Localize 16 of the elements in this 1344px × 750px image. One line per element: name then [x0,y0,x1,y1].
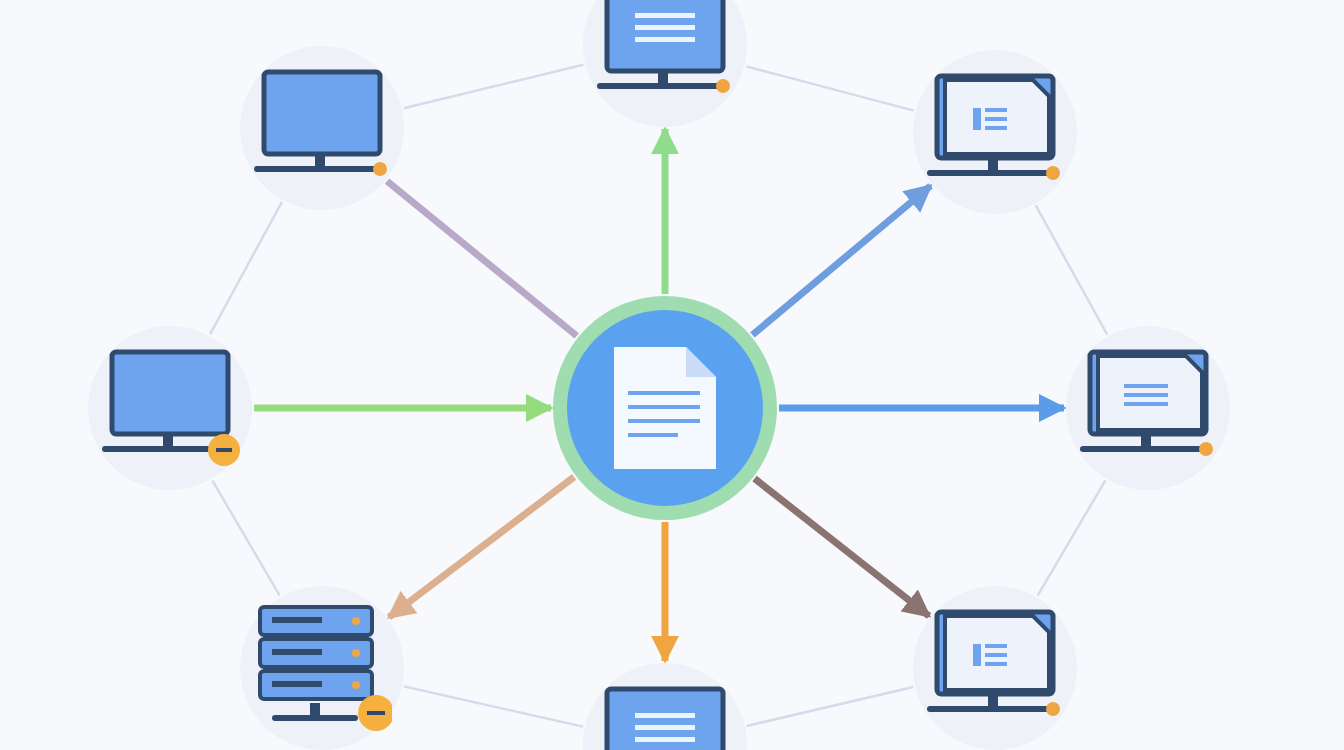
connector-line [211,479,281,597]
connector-line [745,65,915,112]
connector-line [746,685,914,728]
connector-line [403,63,584,110]
arrow [254,394,554,422]
arrow [651,126,679,294]
arrow [779,394,1067,422]
connector-line [1036,479,1107,597]
connector-line [384,178,579,339]
arrow [386,474,577,621]
arrow [750,183,933,338]
arrow [752,475,932,619]
arrow [651,522,679,664]
connector-line [403,685,584,728]
connector-line [1034,204,1109,336]
connector-line [208,201,284,335]
